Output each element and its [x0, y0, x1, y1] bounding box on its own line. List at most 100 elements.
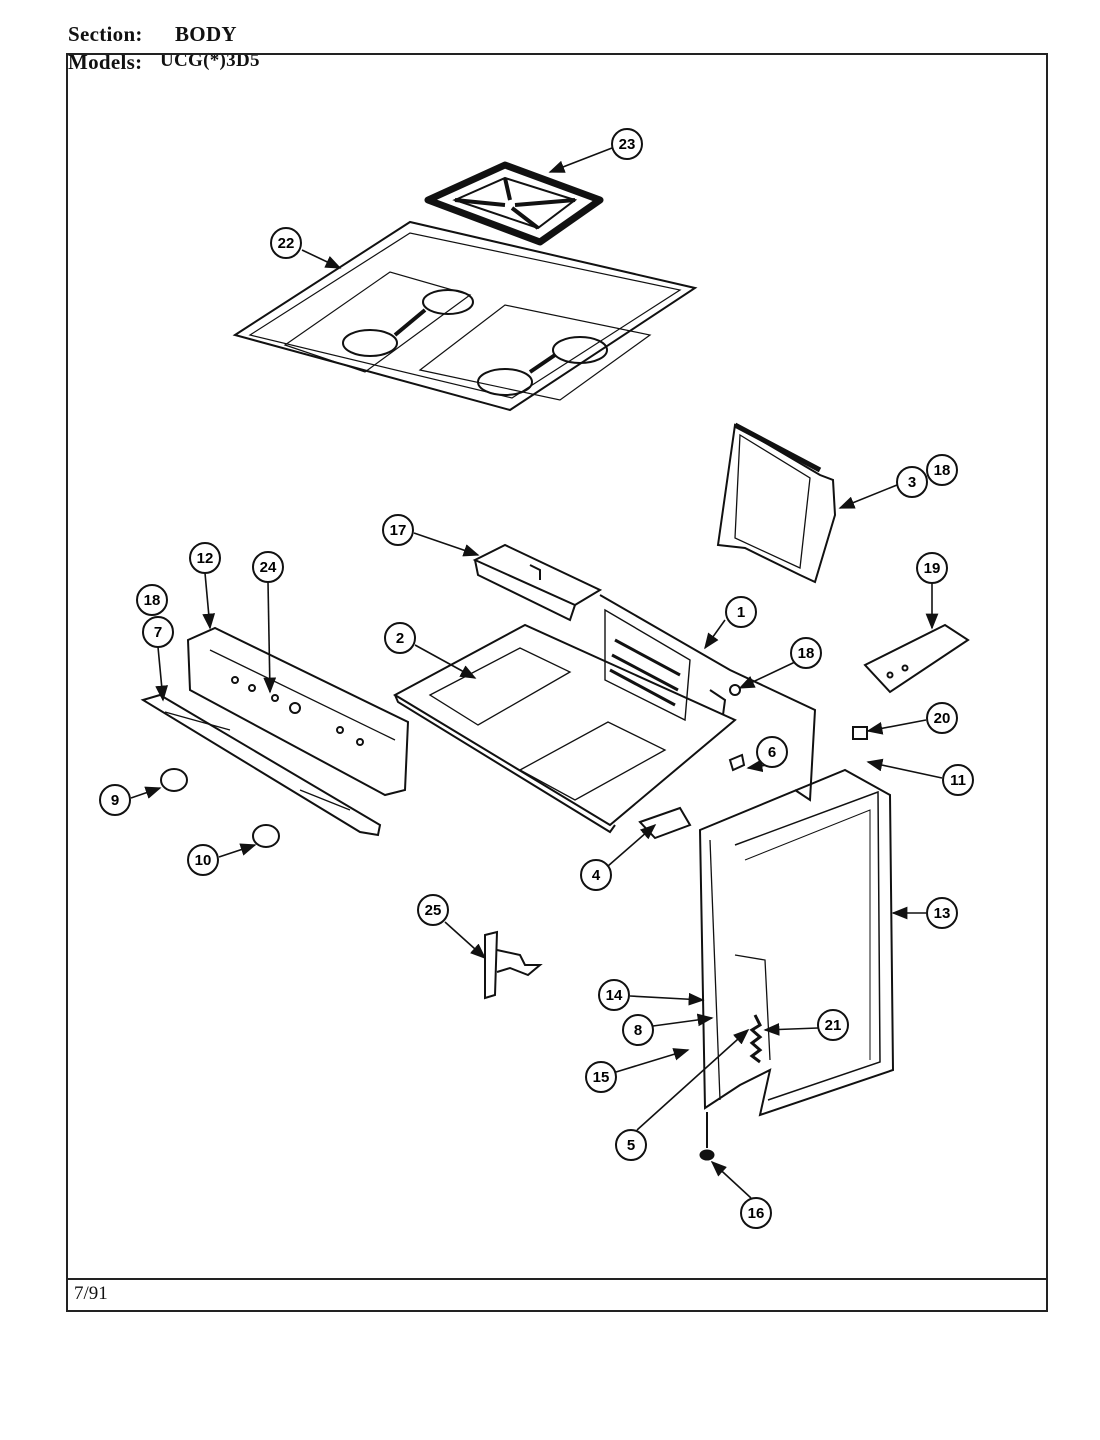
- callout-number: 8: [634, 1022, 642, 1039]
- part-broil-bracket: [484, 930, 543, 1000]
- part-fasteners: [728, 684, 746, 772]
- section-value: BODY: [175, 22, 237, 46]
- leader-line-25: [444, 921, 487, 960]
- part-grate: [424, 161, 604, 246]
- callout-24: 24: [252, 551, 284, 694]
- leader-line-3: [838, 484, 898, 509]
- leader-line-1: [704, 619, 726, 650]
- callout-7: 7: [142, 616, 174, 702]
- section-label: Section:: [68, 22, 143, 46]
- callout-21: 21: [763, 1009, 849, 1041]
- callout-circle: [896, 466, 928, 498]
- callout-11: 11: [866, 758, 974, 796]
- callout-circle: [580, 859, 612, 891]
- leader-line-15: [615, 1048, 690, 1073]
- callout-number: 9: [111, 792, 119, 809]
- callout-number: 18: [144, 592, 161, 609]
- callout-circle: [926, 702, 958, 734]
- callout-circle: [926, 454, 958, 486]
- callout-2: 2: [384, 622, 477, 679]
- leader-line-18: [738, 661, 796, 689]
- callout-17: 17: [382, 514, 480, 557]
- callout-circle: [384, 622, 416, 654]
- callout-circle: [187, 844, 219, 876]
- callout-number: 3: [908, 474, 916, 491]
- leader-line-21: [763, 1023, 819, 1036]
- callout-circle: [417, 894, 449, 926]
- part-spring: [749, 1014, 763, 1064]
- callout-circle: [142, 616, 174, 648]
- callout-number: 22: [278, 235, 295, 252]
- callout-1: 1: [704, 596, 757, 650]
- callout-circle: [136, 584, 168, 616]
- part-bracket: [863, 623, 970, 694]
- callout-number: 17: [390, 522, 407, 539]
- callout-circle: [189, 542, 221, 574]
- callout-5: 5: [615, 1028, 750, 1161]
- callout-circle: [382, 514, 414, 546]
- leader-line-4: [607, 823, 657, 867]
- callout-number: 24: [260, 559, 277, 576]
- callout-number: 15: [593, 1069, 610, 1086]
- part-leveling-foot: [699, 1112, 715, 1161]
- callout-number: 10: [195, 852, 212, 869]
- part-body-frame: [599, 594, 817, 802]
- leader-line-14: [629, 992, 705, 1006]
- part-side-panel: [698, 768, 895, 1117]
- diagram-frame: [66, 53, 1048, 1312]
- leader-line-2: [414, 644, 477, 679]
- callout-number: 18: [934, 462, 951, 479]
- callout-number: 7: [154, 624, 162, 641]
- callout-6: 6: [746, 736, 788, 773]
- callout-circle: [926, 897, 958, 929]
- leader-line-16: [710, 1160, 752, 1199]
- callout-circle: [916, 552, 948, 584]
- part-rear-rail: [472, 543, 603, 622]
- callout-15: 15: [585, 1048, 690, 1093]
- callout-circle: [622, 1014, 654, 1046]
- callout-number: 21: [825, 1017, 842, 1034]
- callout-circle: [270, 227, 302, 259]
- callout-circle: [615, 1129, 647, 1161]
- part-clip: [852, 726, 868, 740]
- part-knobs: [160, 768, 280, 848]
- callout-number: 13: [934, 905, 951, 922]
- leader-line-9: [130, 786, 162, 799]
- callout-number: 6: [768, 744, 776, 761]
- callout-circle: [740, 1197, 772, 1229]
- callout-circle: [942, 764, 974, 796]
- callout-13: 13: [891, 897, 958, 929]
- leader-line-11: [866, 758, 943, 779]
- callout-10: 10: [187, 843, 257, 876]
- callout-number: 4: [592, 867, 601, 884]
- callout-number: 1: [737, 604, 745, 621]
- leader-line-12: [202, 572, 216, 630]
- callout-25: 25: [417, 894, 487, 960]
- revision-date: 7/91: [74, 1283, 108, 1304]
- callout-18: 18: [926, 454, 958, 486]
- callout-number: 16: [748, 1205, 765, 1222]
- callout-20: 20: [866, 702, 958, 735]
- leader-line-10: [218, 843, 257, 858]
- callout-number: 12: [197, 550, 214, 567]
- leader-line-24: [263, 581, 277, 694]
- callout-number: 2: [396, 630, 404, 647]
- part-oven-bottom: [392, 623, 737, 834]
- callout-9: 9: [99, 784, 162, 816]
- callout-3: 3: [838, 466, 928, 509]
- callout-18: 18: [738, 637, 822, 689]
- callout-circle: [756, 736, 788, 768]
- leader-line-17: [413, 532, 480, 557]
- callout-circle: [99, 784, 131, 816]
- callout-number: 18: [798, 645, 815, 662]
- models-value: UCG(*)3D5: [160, 50, 260, 71]
- callout-12: 12: [189, 542, 221, 630]
- callout-circle: [611, 128, 643, 160]
- callout-number: 5: [627, 1137, 635, 1154]
- callout-number: 20: [934, 710, 951, 727]
- callout-16: 16: [710, 1160, 772, 1229]
- callout-18: 18: [136, 584, 168, 616]
- callout-circle: [598, 979, 630, 1011]
- leader-line-23: [548, 147, 613, 173]
